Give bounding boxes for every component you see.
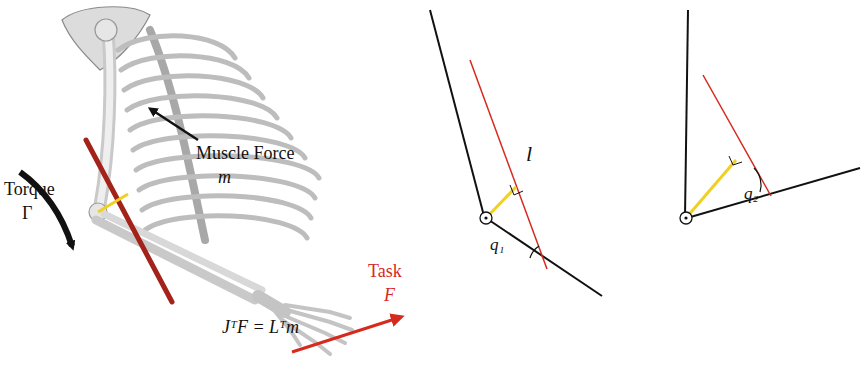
torque-label: Torque [4, 180, 55, 200]
angle-label: q₁ [490, 236, 504, 255]
task-label: Task [368, 262, 402, 282]
force-arrow [152, 110, 198, 140]
moment-arm [98, 194, 128, 212]
ribcage [118, 36, 319, 238]
radius [104, 214, 262, 290]
angle-label: q₂ [744, 185, 758, 204]
task-arrow [292, 318, 398, 352]
joint-schematic-2 [680, 10, 860, 224]
muscle-force-label: Muscle Force [196, 144, 294, 164]
ulna [96, 220, 255, 300]
task-symbol: F [384, 286, 395, 306]
moment-arm-label: l [526, 142, 532, 166]
torque-symbol: Γ [22, 204, 32, 224]
equation: JᵀF = Lᵀm [222, 318, 299, 338]
joint-schematic-1 [430, 10, 602, 296]
muscle-force-symbol: m [218, 168, 231, 188]
muscle [86, 140, 172, 302]
